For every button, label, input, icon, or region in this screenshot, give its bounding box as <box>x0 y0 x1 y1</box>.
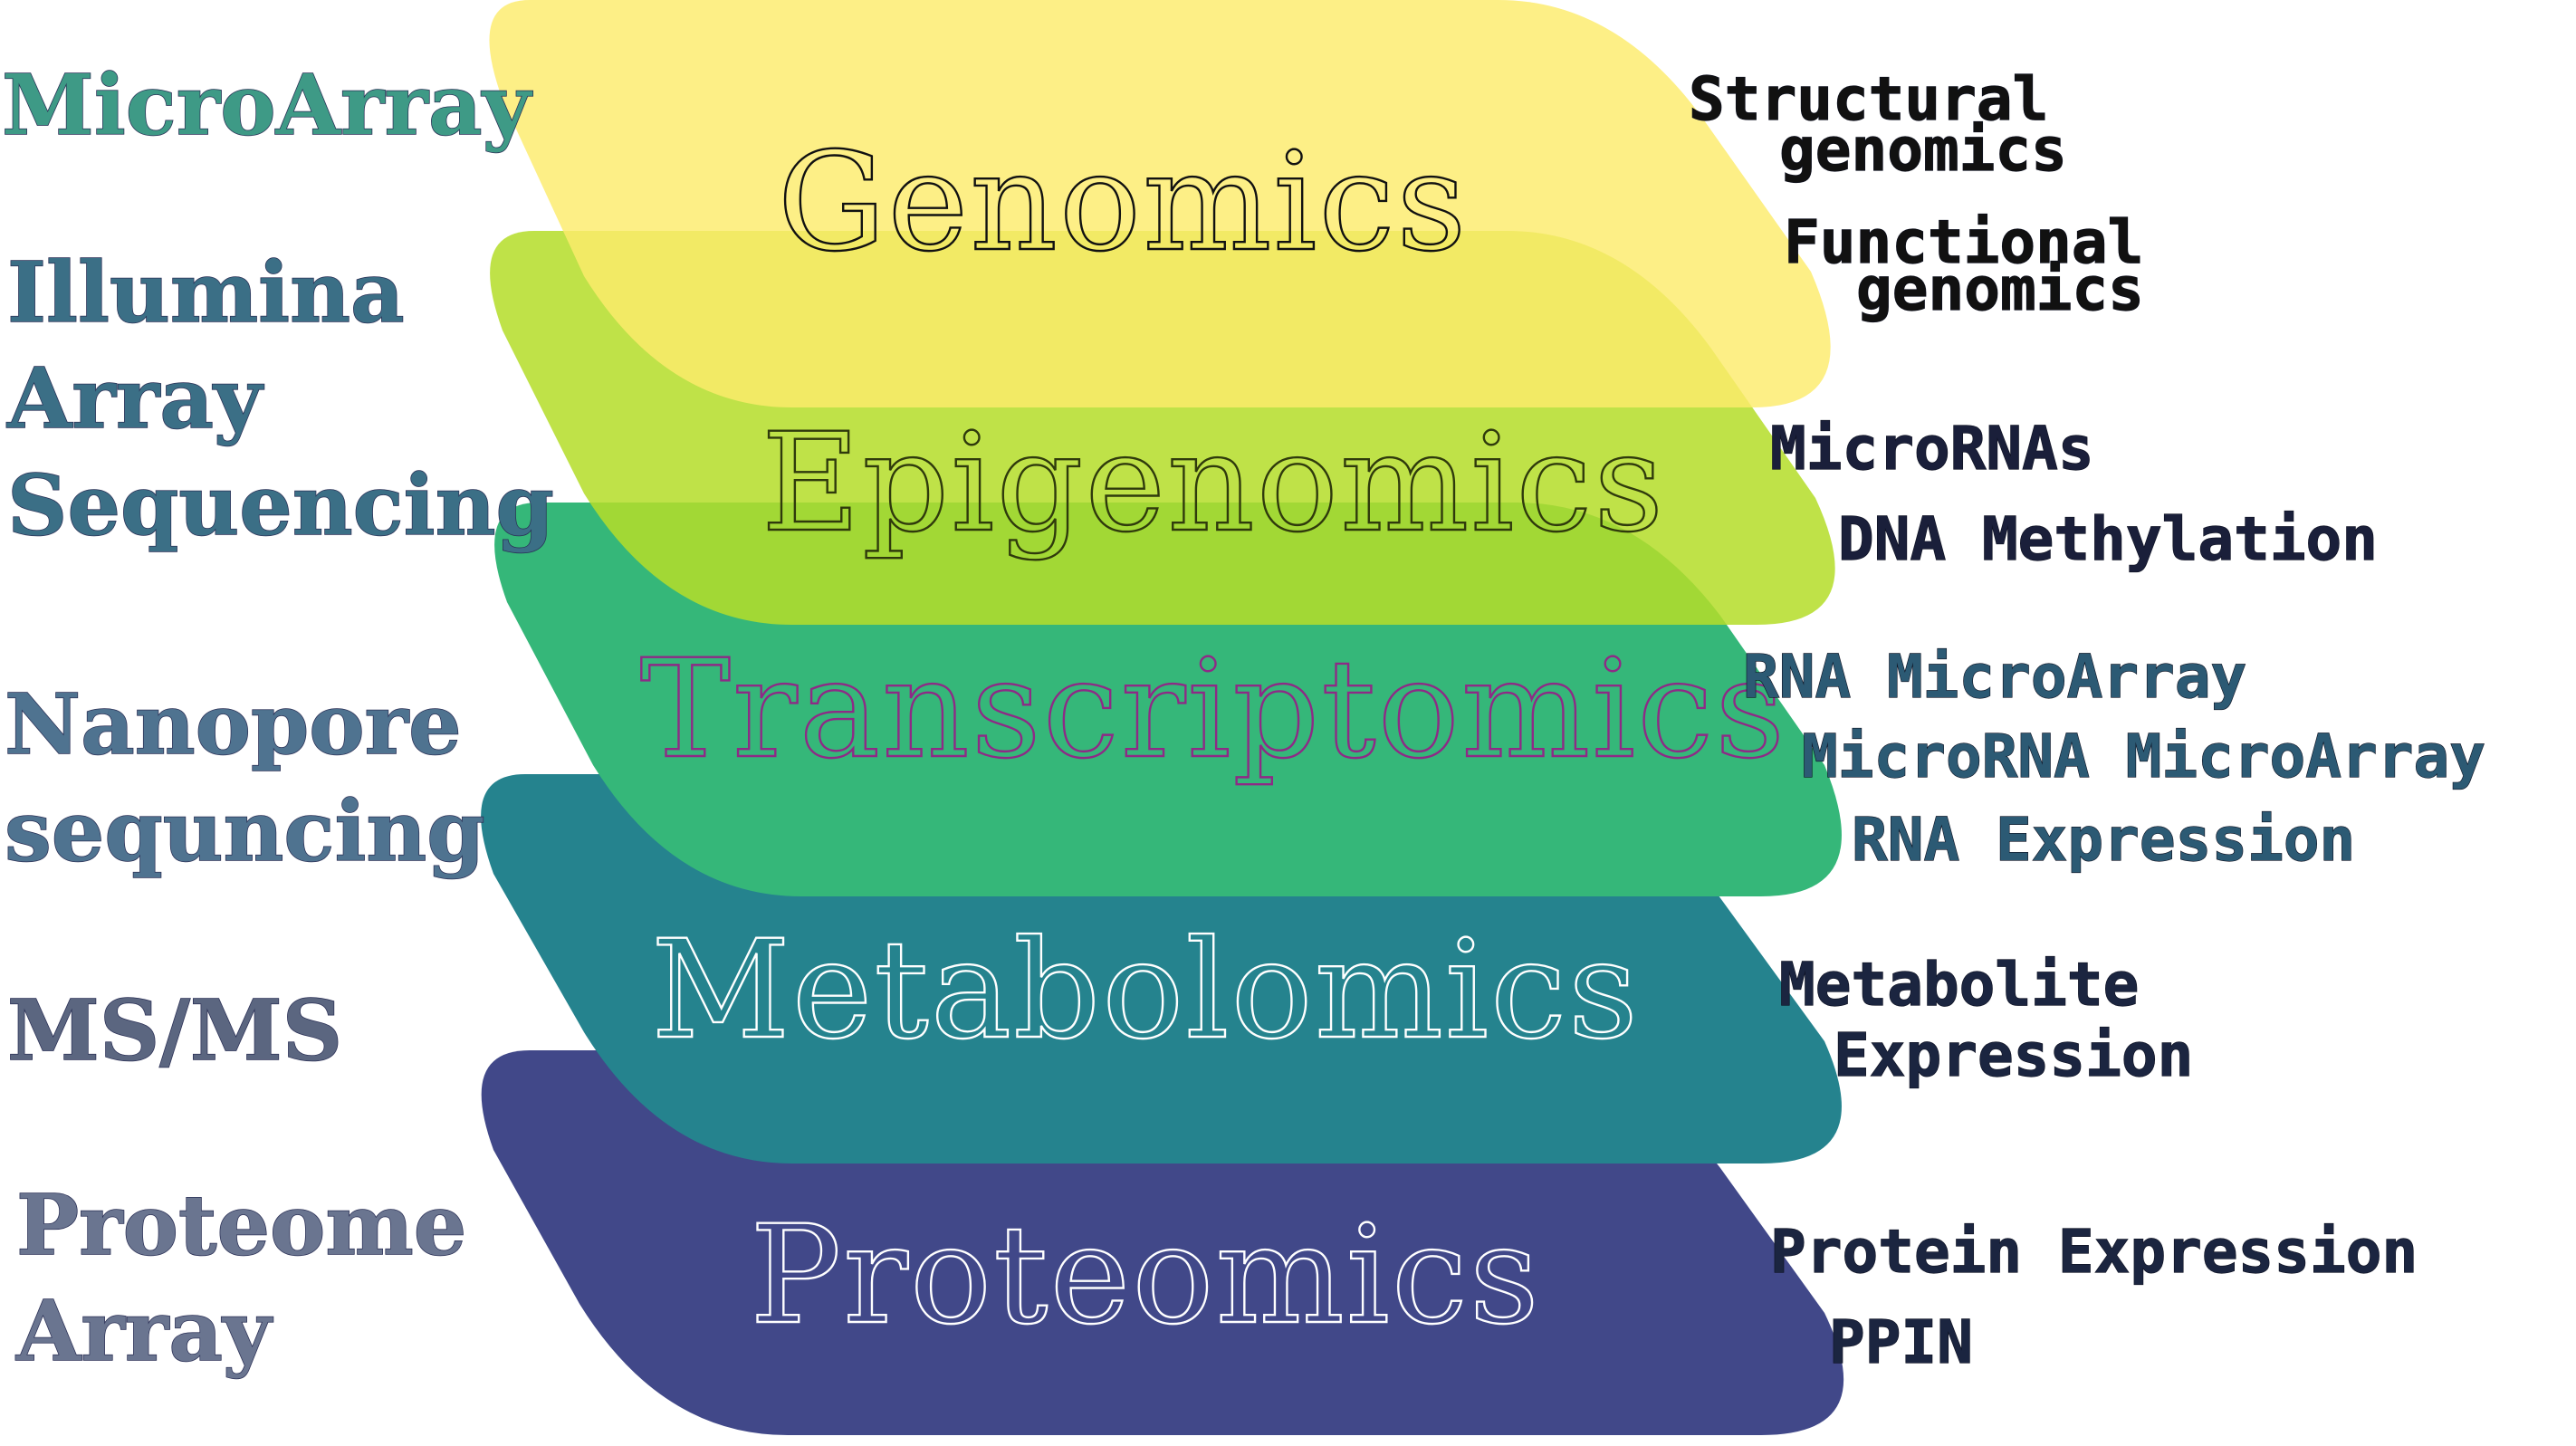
genomics-label-functional-genomics: genomics <box>1856 254 2144 324</box>
layer-transcriptomics-title: Transcriptomics <box>640 631 1786 789</box>
tech-nanopore: Nanopore <box>5 675 462 773</box>
genomics-label-structural-genomics: genomics <box>1779 115 2067 185</box>
layer-genomics-plane <box>489 0 1831 407</box>
omics-data-labels: Structural genomics Functional genomics … <box>1688 63 2485 1377</box>
genomics-label-functional: Functional <box>1784 207 2143 277</box>
layer-epigenomics-title: Epigenomics <box>761 405 1665 562</box>
tech-sequncing: sequncing <box>5 782 485 880</box>
layer-metabolomics-title: Metabolomics <box>651 912 1640 1069</box>
tech-microarray: MicroArray <box>2 56 533 154</box>
proteomics-label-protein-expression: Protein Expression <box>1770 1217 2418 1287</box>
layer-genomics: Genomics <box>489 0 1831 407</box>
layer-genomics-title: Genomics <box>778 124 1469 282</box>
tech-sequencing: Sequencing <box>7 456 554 554</box>
tech-proteome: Proteome <box>16 1176 466 1274</box>
transcriptomics-label-rna-microarray: RNA MicroArray <box>1743 642 2246 712</box>
tech-illumina: Illumina <box>7 244 405 341</box>
technology-labels: MicroArray Illumina Array Sequencing Nan… <box>1 55 554 1381</box>
epigenomics-label-micrornas: MicroRNAs <box>1770 414 2094 484</box>
metabolomics-label-metabolite: Metabolite <box>1779 950 2139 1020</box>
layer-proteomics-title: Proteomics <box>750 1197 1541 1355</box>
metabolomics-label-expression: Expression <box>1834 1020 2193 1090</box>
genomics-label-structural: Structural <box>1689 64 2048 134</box>
epigenomics-label-dna-methylation: DNA Methylation <box>1838 504 2378 574</box>
transcriptomics-label-rna-expression: RNA Expression <box>1852 805 2355 875</box>
transcriptomics-label-microrna-microarray: MicroRNA MicroArray <box>1802 722 2485 791</box>
proteomics-label-ppin: PPIN <box>1829 1307 1973 1377</box>
tech-ms-ms: MS/MS <box>7 982 342 1079</box>
tech-array: Array <box>6 350 264 447</box>
tech-array-2: Array <box>15 1282 273 1380</box>
